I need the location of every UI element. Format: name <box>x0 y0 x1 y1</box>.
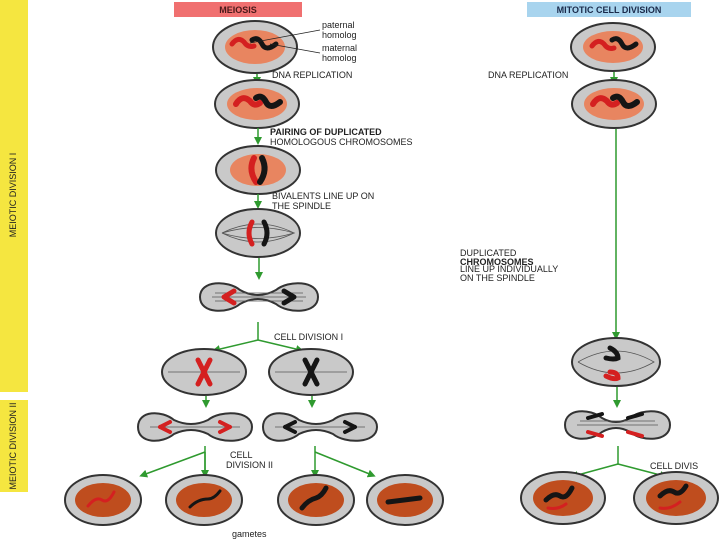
cell-anaphase-2b <box>261 412 379 442</box>
cell-metaphase-2b <box>268 348 354 396</box>
cell-pairing-meiosis <box>215 145 301 195</box>
cell-replicated-meiosis <box>214 79 300 129</box>
label-pairing-2: HOMOLOGOUS CHROMOSOMES <box>270 137 413 147</box>
side-label-division-2: MEIOTIC DIVISION II <box>8 402 18 489</box>
label-duplicated-4: ON THE SPINDLE <box>460 273 535 283</box>
label-gametes: gametes <box>232 529 267 539</box>
label-dna-replication-left: DNA REPLICATION <box>272 70 352 80</box>
gamete-3 <box>277 474 355 526</box>
label-maternal-1: maternal <box>322 43 357 53</box>
label-duplicated-3: LINE UP INDIVIDUALLY <box>460 264 558 274</box>
label-duplicated-1: DUPLICATED <box>460 248 517 258</box>
label-maternal-2: homolog <box>322 53 357 63</box>
header-mitotic: MITOTIC CELL DIVISION <box>527 2 691 17</box>
cell-anaphase-2a <box>136 412 254 442</box>
cell-metaphase-2a <box>161 348 247 396</box>
cell-interphase-meiosis <box>212 20 298 74</box>
label-bivalents-2: THE SPINDLE <box>272 201 331 211</box>
label-bivalents-1: BIVALENTS LINE UP ON <box>272 191 374 201</box>
cell-bivalents-spindle <box>215 208 301 258</box>
label-paternal-2: homolog <box>322 30 357 40</box>
label-pairing-1: PAIRING OF DUPLICATED <box>270 127 382 137</box>
header-mitotic-label: MITOTIC CELL DIVISION <box>557 5 662 15</box>
label-cell-division-1: CELL DIVISION I <box>274 332 343 342</box>
cell-replicated-mitosis <box>571 79 657 129</box>
label-paternal-1: paternal <box>322 20 355 30</box>
daughter-cell-2 <box>633 471 719 525</box>
side-bar-division-1: MEIOTIC DIVISION I <box>0 0 28 392</box>
label-cell-division-2-line2: DIVISION II <box>226 460 273 470</box>
header-meiosis-label: MEIOSIS <box>219 5 257 15</box>
gamete-2 <box>165 474 243 526</box>
cell-interphase-mitosis <box>570 22 656 72</box>
gamete-1 <box>64 474 142 526</box>
label-cell-division-2-line1: CELL <box>230 450 253 460</box>
daughter-cell-1 <box>520 471 606 525</box>
side-label-division-1: MEIOTIC DIVISION I <box>8 153 18 238</box>
cell-metaphase-mitosis <box>571 337 661 387</box>
header-meiosis: MEIOSIS <box>174 2 302 17</box>
cell-anaphase-1 <box>198 282 320 312</box>
label-dna-replication-right: DNA REPLICATION <box>488 70 568 80</box>
gamete-4 <box>366 474 444 526</box>
label-cell-division-right: CELL DIVIS <box>650 461 698 471</box>
label-duplicated-2: CHROMOSOMES <box>460 257 534 267</box>
cell-anaphase-mitosis <box>563 410 672 440</box>
side-bar-division-2: MEIOTIC DIVISION II <box>0 400 28 492</box>
